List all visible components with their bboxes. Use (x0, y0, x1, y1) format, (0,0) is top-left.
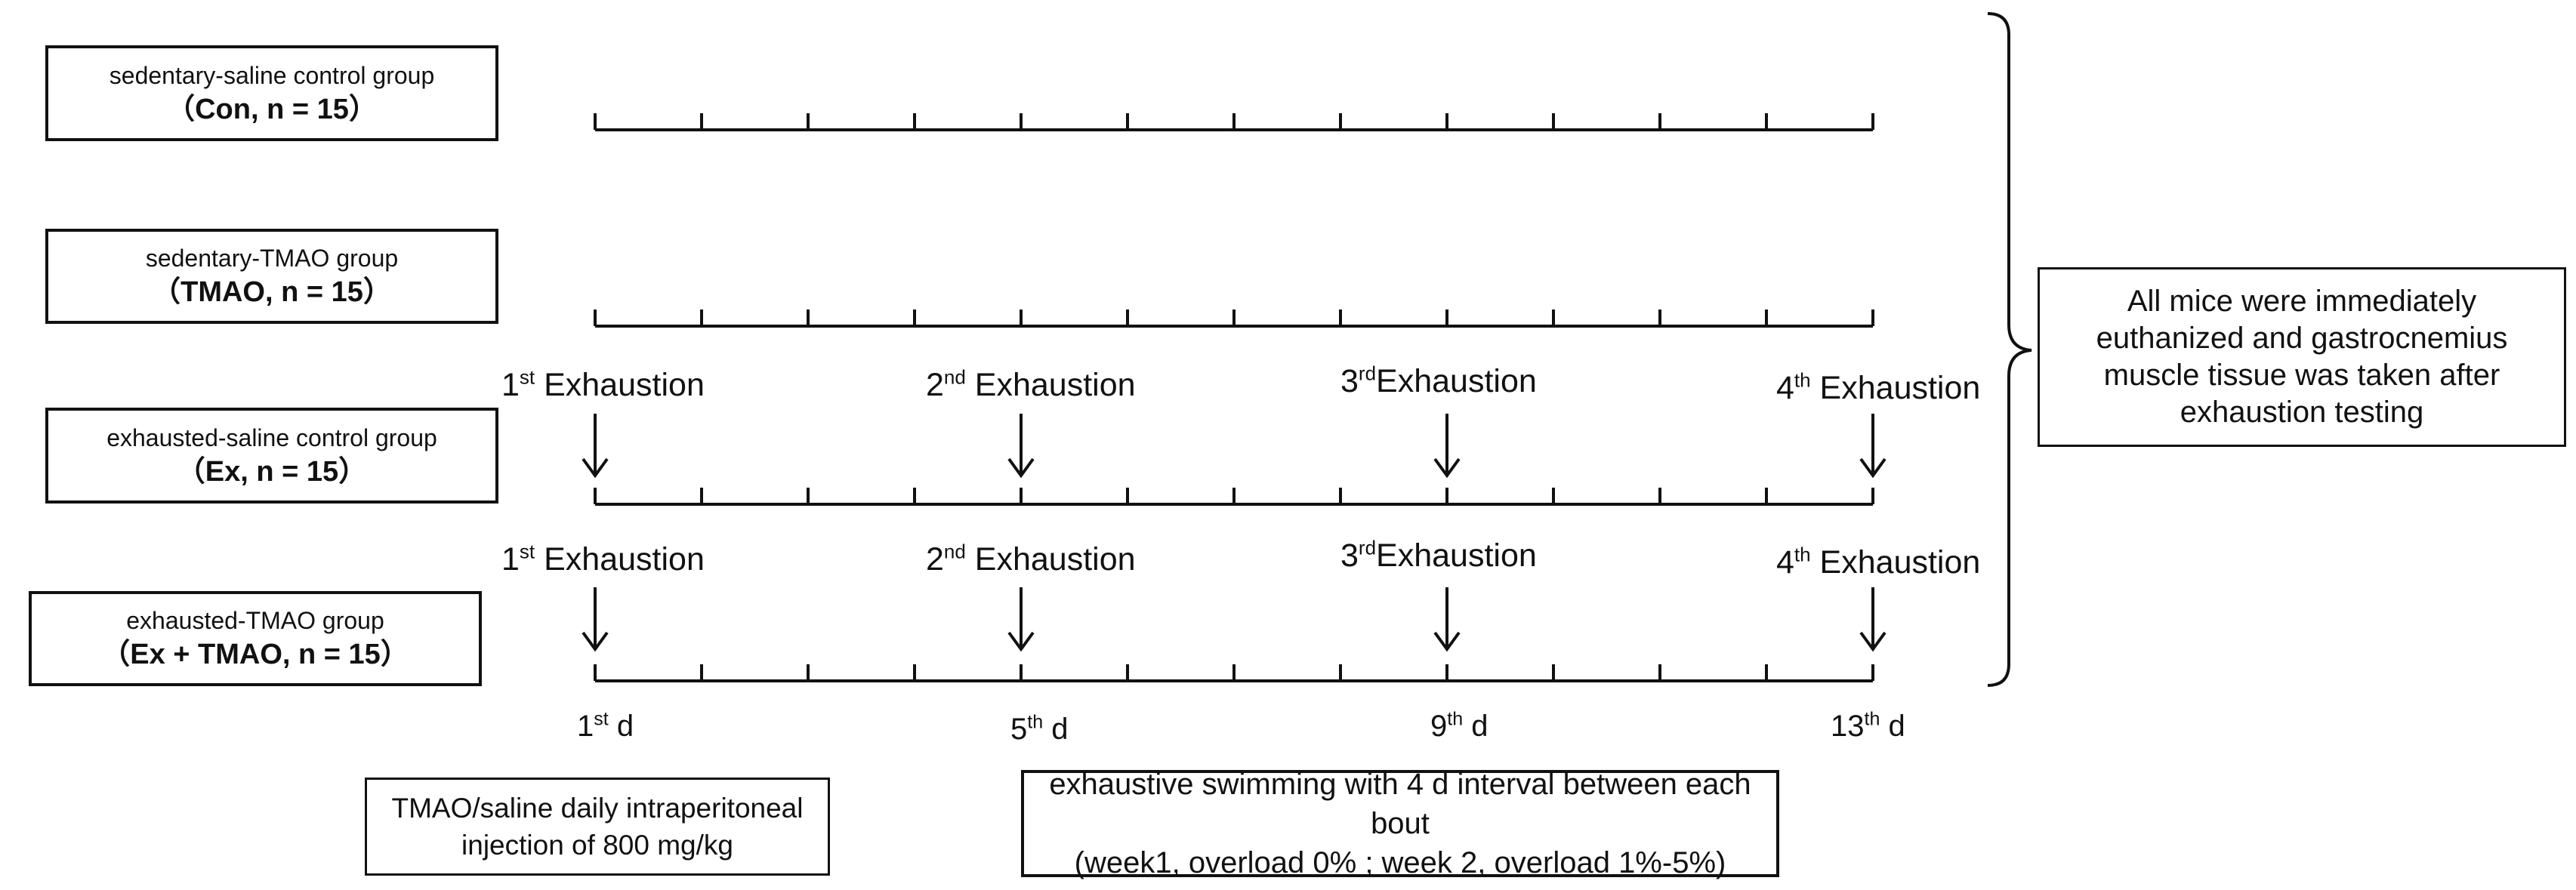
group-box-tmao: sedentary-TMAO group （TMAO, n = 15） (45, 229, 498, 324)
group-label: （Ex, n = 15） (176, 455, 368, 488)
down-arrow (1433, 587, 1461, 652)
day-label: 13th d (1831, 708, 1905, 743)
swim-note: exhaustive swimming with 4 d interval be… (1021, 768, 1779, 879)
injection-note: TMAO/saline daily intraperitoneal inject… (365, 778, 830, 876)
timeline-tmao (594, 309, 1874, 328)
injection-note-line2: injection of 800 mg/kg (461, 830, 733, 861)
exhaustion-label: 2nd Exhaustion (926, 540, 1136, 577)
final-note-line2: euthanized and gastrocnemius (2096, 322, 2508, 355)
down-arrow (1433, 414, 1461, 479)
exhaustion-label: 4th Exhaustion (1776, 543, 1981, 581)
group-box-ex: exhausted-saline control group （Ex, n = … (45, 408, 498, 504)
timeline-con (594, 113, 1874, 131)
exhaustion-label: 4th Exhaustion (1776, 368, 1981, 406)
group-label: （TMAO, n = 15） (152, 276, 392, 308)
day-label: 9th d (1430, 708, 1489, 743)
down-arrow (1859, 587, 1886, 652)
swim-note-line1: exhaustive swimming with 4 d interval be… (1049, 768, 1751, 840)
group-name: sedentary-TMAO group (145, 245, 399, 272)
group-box-con: sedentary-saline control group （Con, n =… (45, 45, 498, 141)
down-arrow (1007, 414, 1035, 479)
exhaustion-label: 1st Exhaustion (501, 365, 705, 403)
down-arrow (1859, 414, 1886, 479)
group-name: exhausted-saline control group (106, 423, 437, 451)
group-name: exhausted-TMAO group (126, 607, 384, 634)
exhaustion-label: 3rdExhaustion (1340, 536, 1537, 574)
injection-note-line1: TMAO/saline daily intraperitoneal (391, 793, 804, 824)
group-label: （Con, n = 15） (166, 93, 378, 125)
timeline-ex-tmao (594, 664, 1874, 682)
exhaustion-label: 1st Exhaustion (501, 540, 705, 577)
exhaustion-label: 2nd Exhaustion (926, 365, 1136, 403)
day-label: 1st d (577, 708, 634, 743)
group-label: （Ex + TMAO, n = 15） (101, 639, 409, 670)
group-box-ex-tmao: exhausted-TMAO group （Ex + TMAO, n = 15） (29, 591, 482, 686)
swim-note-line2: (week1, overload 0% ; week 2, overload 1… (1074, 846, 1726, 879)
group-name: sedentary-saline control group (109, 61, 435, 89)
day-label: 5th d (1010, 711, 1069, 746)
down-arrow (582, 414, 609, 479)
final-note-line3: muscle tissue was taken after (2103, 359, 2500, 392)
final-note-line4: exhaustion testing (2180, 396, 2424, 429)
exhaustion-label: 3rdExhaustion (1340, 362, 1537, 399)
down-arrow (1007, 587, 1035, 652)
final-note-line1: All mice were immediately (2127, 285, 2477, 318)
final-note: All mice were immediately euthanized and… (2038, 267, 2566, 447)
timeline-ex (594, 488, 1874, 506)
down-arrow (582, 587, 609, 652)
group-bracket (1987, 12, 2032, 687)
